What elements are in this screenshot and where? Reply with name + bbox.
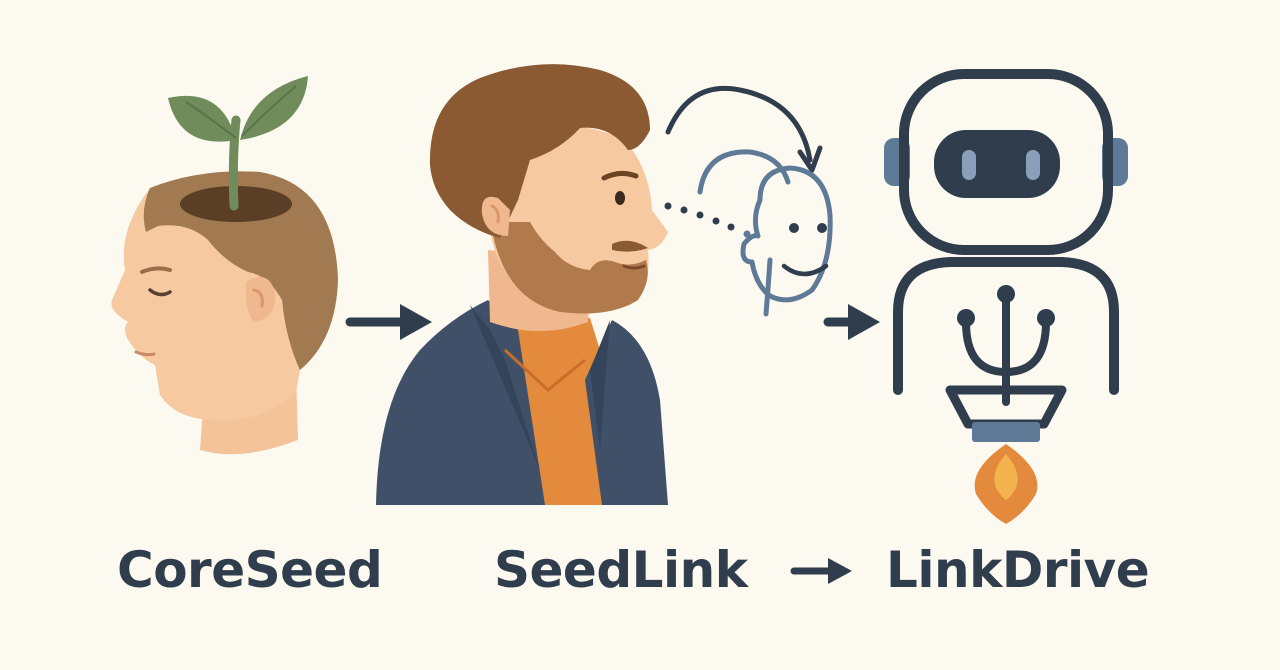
label-seedlink: SeedLink: [494, 541, 748, 599]
label-coreseed: CoreSeed: [117, 541, 383, 599]
smiling-face-outline-icon: [697, 149, 833, 317]
label-linkdrive: LinkDrive: [886, 541, 1150, 599]
arrow-right-icon-1: [345, 304, 432, 340]
arrow-right-icon-3: [790, 558, 852, 584]
arrow-right-icon-2: [823, 304, 880, 340]
sprouting-head-icon: [111, 76, 338, 455]
rocket-robot-icon: [884, 69, 1128, 524]
bearded-man-icon: [376, 64, 668, 505]
dotted-link-line: [664, 202, 751, 238]
curved-arrow-icon: [665, 85, 823, 173]
